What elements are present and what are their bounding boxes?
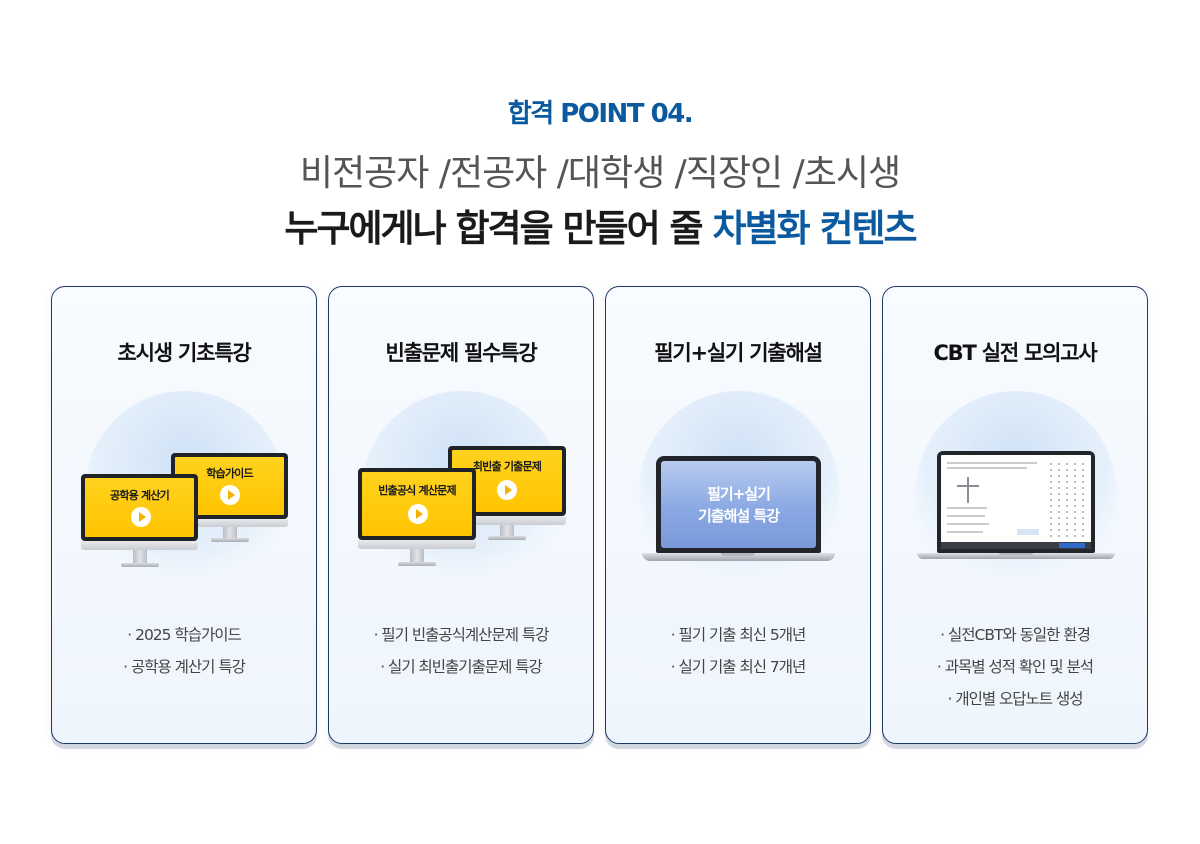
- list-item: · 개인별 오답노트 생성: [947, 690, 1083, 708]
- monitor-label: 학습가이드: [206, 467, 253, 480]
- list-item: · 2025 학습가이드: [127, 626, 242, 644]
- list-item: · 필기 빈출공식계산문제 특강: [373, 626, 550, 644]
- list-item: · 실기 기출 최신 7개년: [670, 658, 807, 676]
- card-past-exam-solutions[interactable]: 필기+실기 기출해설 필기+실기 기출해설 특강 · 필기 기출 최신 5개년 …: [605, 286, 871, 744]
- play-icon: [497, 480, 517, 500]
- list-item: · 과목별 성적 확인 및 분석: [936, 658, 1094, 676]
- card-beginner-lecture[interactable]: 초시생 기초특강 학습가이드 공학용 계산기 · 2025 학습가이드 · 공학…: [51, 286, 317, 744]
- monitor-label: 빈출공식 계산문제: [378, 484, 456, 497]
- feature-list: · 2025 학습가이드 · 공학용 계산기 특강: [52, 619, 316, 683]
- card-title: CBT 실전 모의고사: [933, 341, 1097, 365]
- headline-accent: 차별화 컨텐츠: [712, 207, 917, 250]
- monitor-label: 공학용 계산기: [110, 489, 170, 502]
- list-item: · 실전CBT와 동일한 환경: [940, 626, 1091, 644]
- list-item: · 필기 기출 최신 5개년: [670, 626, 807, 644]
- headline-main: 누구에게나 합격을 만들어 줄: [284, 207, 713, 250]
- feature-list: · 필기 빈출공식계산문제 특강 · 실기 최빈출기출문제 특강: [329, 619, 593, 683]
- feature-list: · 실전CBT와 동일한 환경 · 과목별 성적 확인 및 분석 · 개인별 오…: [883, 619, 1147, 715]
- card-title: 필기+실기 기출해설: [654, 341, 823, 365]
- card-title: 빈출문제 필수특강: [385, 341, 537, 365]
- laptop-caption-line: 필기+실기: [707, 485, 771, 503]
- play-icon: [131, 507, 151, 527]
- list-item: · 공학용 계산기 특강: [123, 658, 246, 676]
- target-audience-line: 비전공자 /전공자 /대학생 /직장인 /초시생: [299, 153, 901, 194]
- play-icon: [408, 504, 428, 524]
- monitor-label: 최빈출 기출문제: [472, 460, 542, 473]
- eyebrow-label: 합격 POINT 04.: [507, 99, 694, 129]
- play-icon: [220, 485, 240, 505]
- headline: 누구에게나 합격을 만들어 줄 차별화 컨텐츠: [0, 198, 1200, 252]
- list-item: · 실기 최빈출기출문제 특강: [380, 658, 543, 676]
- cbt-exam-screen: [941, 455, 1091, 549]
- card-title: 초시생 기초특강: [117, 341, 252, 365]
- laptop-caption-line: 기출해설 특강: [697, 507, 780, 525]
- laptop-caption: 필기+실기 기출해설 특강: [661, 483, 816, 527]
- card-frequent-problems[interactable]: 빈출문제 필수특강 최빈출 기출문제 빈출공식 계산문제 · 필기 빈출공식계산…: [328, 286, 594, 744]
- card-cbt-mock-exam[interactable]: CBT 실전 모의고사 · 실전CBT와 동일한 환경 · 과목별 성적 확인 …: [882, 286, 1148, 744]
- feature-list: · 필기 기출 최신 5개년 · 실기 기출 최신 7개년: [606, 619, 870, 683]
